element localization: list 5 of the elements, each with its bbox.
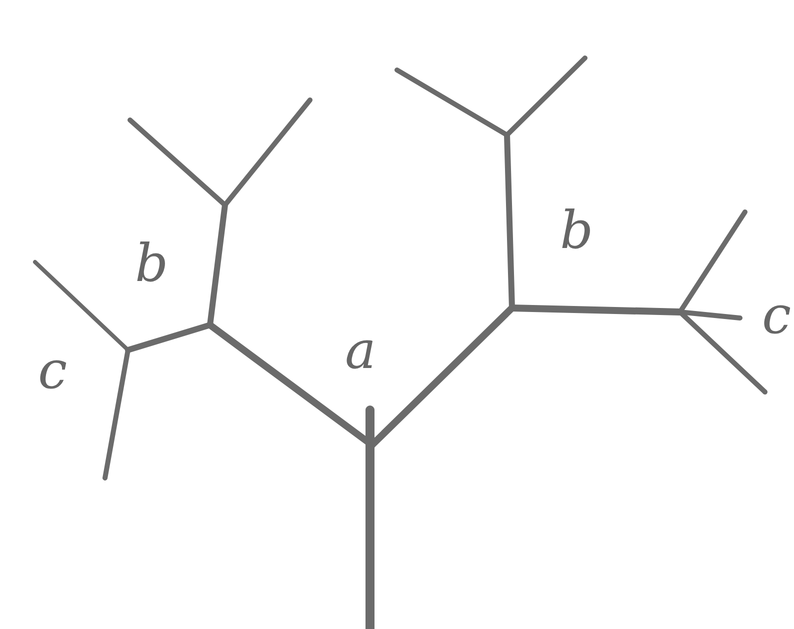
branch-label: b bbox=[135, 238, 168, 290]
branch-label: c bbox=[38, 345, 68, 397]
branch-label: a bbox=[345, 325, 376, 377]
branch-label: c bbox=[762, 290, 792, 342]
branch-label: b bbox=[560, 205, 594, 257]
